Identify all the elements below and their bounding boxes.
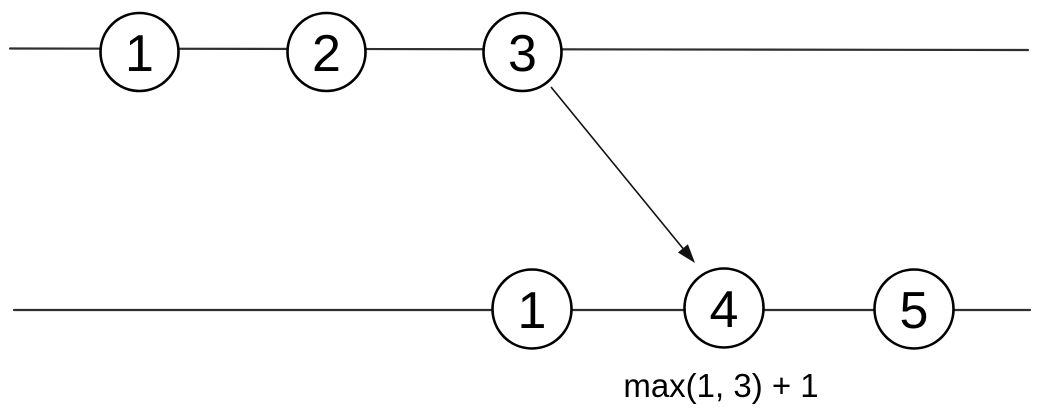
message-arrow-head-icon [677,244,695,263]
event-node-bottom-4: 4 [683,267,765,349]
event-circle [99,11,180,93]
event-label: 3 [508,25,537,83]
event-circle [683,267,765,349]
event-circle [491,268,573,350]
event-node-bottom-5: 5 [873,268,955,350]
event-node-top-3: 3 [482,11,563,93]
event-node-bottom-1: 1 [491,268,573,350]
message-arrow-line [550,86,684,250]
event-node-top-2: 2 [286,11,367,93]
event-label: 5 [900,282,929,340]
event-label: 1 [125,25,154,83]
event-label: 4 [710,281,739,339]
clock-update-annotation: max(1, 3) + 1 [623,367,818,404]
event-circle [873,268,955,350]
event-circle [482,11,563,93]
event-node-top-1: 1 [99,11,180,93]
event-circle [286,11,367,93]
event-label: 1 [518,282,547,340]
event-label: 2 [312,25,341,83]
